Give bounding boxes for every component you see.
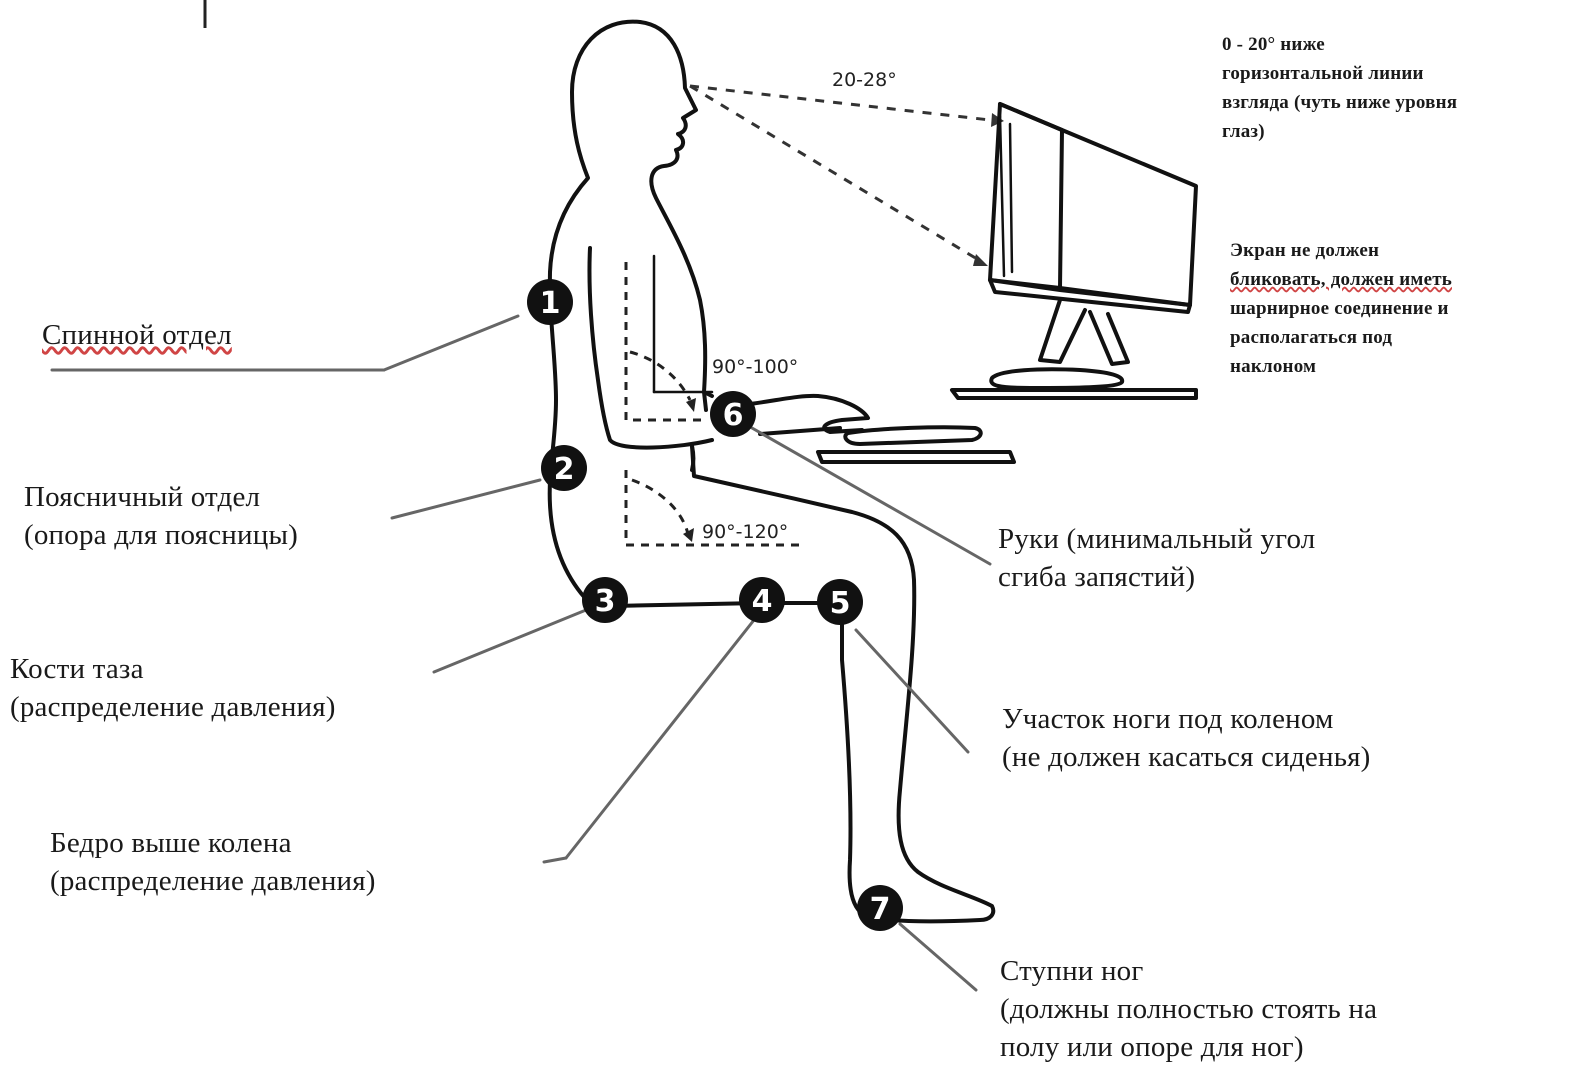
label-feet-line-2: (должны полностью стоять на [1000, 993, 1378, 1025]
label-screen: Экран не должен бликовать, должен иметь … [1230, 236, 1452, 381]
label-monitor-height-line-4: глаз) [1222, 121, 1265, 142]
desk-top [950, 388, 1198, 400]
person-outline [547, 19, 996, 924]
monitor-bezel [998, 114, 1014, 278]
marker-4-number: 4 [752, 584, 773, 619]
label-pelvis: Кости таза (распределение давления) [10, 650, 336, 726]
sight-angle-label: 20-28° [832, 69, 897, 91]
label-thigh-line-2: (распределение давления) [50, 865, 376, 897]
person-leg-outline [690, 444, 996, 924]
leader-4-tail [542, 856, 568, 864]
marker-7-number: 7 [870, 892, 891, 927]
monitor-stand [1038, 298, 1130, 366]
label-back-line-1: Спинной отдел [42, 319, 232, 351]
elbow-angle-guide [624, 262, 704, 422]
leader-1 [382, 314, 520, 372]
label-screen-line-5: наклоном [1230, 356, 1317, 377]
marker-4: 4 [739, 577, 785, 623]
label-lumbar-line-1: Поясничный отдел [24, 481, 261, 513]
label-screen-line-4: располагаться под [1230, 327, 1393, 348]
label-knee-line-2: (не должен касаться сиденья) [1002, 741, 1371, 773]
label-monitor-height-line-3: взгляда (чуть ниже уровня [1222, 92, 1458, 113]
label-pelvis-line-2: (распределение давления) [10, 691, 336, 723]
marker-1: 1 [527, 279, 573, 325]
keyboard-tray [816, 450, 1016, 464]
label-hands-line-1: Руки (минимальный угол [998, 523, 1316, 555]
marker-2: 2 [541, 445, 587, 491]
label-screen-line-2: бликовать, должен иметь [1230, 269, 1452, 290]
label-monitor-height-line-1: 0 - 20° ниже [1222, 34, 1325, 55]
person-torso-front [690, 390, 708, 472]
label-monitor-height-line-2: горизонтальной линии [1222, 63, 1424, 84]
label-hands-line-2: сгиба запястий) [998, 561, 1196, 593]
label-lumbar-line-2: (опора для поясницы) [24, 519, 298, 551]
label-feet: Ступни ног (должны полностью стоять на п… [1000, 952, 1377, 1066]
desk [816, 388, 1198, 464]
label-pelvis-line-1: Кости таза [10, 653, 144, 685]
elbow-angle-label: 90°-100° [712, 356, 798, 378]
marker-1-number: 1 [540, 286, 561, 321]
leader-4 [564, 618, 756, 860]
marker-3: 3 [582, 577, 628, 623]
person-arm-outline [587, 246, 714, 450]
marker-5: 5 [817, 579, 863, 625]
leader-2 [390, 478, 542, 520]
keyboard [843, 425, 983, 446]
marker-2-number: 2 [554, 452, 575, 487]
label-thigh: Бедро выше колена (распределение давлени… [50, 824, 376, 900]
marker-5-number: 5 [830, 586, 851, 621]
monitor-base-plate [988, 278, 1192, 314]
label-lumbar: Поясничный отдел (опора для поясницы) [24, 478, 298, 554]
label-monitor-height: 0 - 20° ниже горизонтальной линии взгляд… [1222, 30, 1457, 146]
monitor-foot [989, 367, 1125, 390]
leader-5 [854, 628, 970, 754]
marker-6-number: 6 [723, 398, 744, 433]
hip-angle-label: 90°-120° [702, 521, 788, 543]
leader-lines [50, 314, 992, 992]
label-knee-line-1: Участок ноги под коленом [1002, 703, 1334, 735]
monitor [988, 102, 1198, 390]
leader-7 [898, 922, 978, 992]
label-hands: Руки (минимальный угол сгиба запястий) [998, 520, 1315, 596]
person-face-outline [638, 20, 714, 398]
label-screen-line-3: шарнирное соединение и [1230, 298, 1449, 319]
label-thigh-line-1: Бедро выше колена [50, 827, 292, 859]
label-knee: Участок ноги под коленом (не должен каса… [1002, 700, 1371, 776]
label-feet-line-3: полу или опоре для ног) [1000, 1031, 1304, 1063]
marker-6: 6 [710, 391, 756, 437]
person-back-outline [547, 19, 842, 609]
person-forearm-outline [748, 393, 870, 436]
leader-6 [750, 426, 992, 566]
marker-3-number: 3 [595, 584, 616, 619]
label-screen-line-1: Экран не должен [1230, 240, 1380, 261]
marker-7: 7 [857, 885, 903, 931]
label-back: Спинной отдел [42, 316, 232, 354]
monitor-body [998, 102, 1198, 307]
sight-lines [689, 84, 1004, 266]
leader-3 [432, 608, 588, 674]
hip-angle-guide [624, 470, 800, 547]
label-feet-line-1: Ступни ног [1000, 955, 1144, 987]
